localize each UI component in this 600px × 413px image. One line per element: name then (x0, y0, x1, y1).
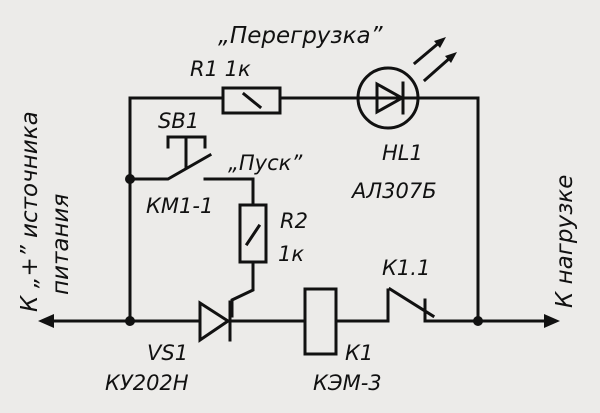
junction-left (125, 316, 135, 326)
gate-wire (230, 260, 255, 318)
hl1-label: HL1 (382, 141, 423, 165)
vs1-type: КУ202Н (105, 371, 189, 395)
r2-label: R2 (280, 209, 308, 233)
start-caption: „Пуск” (228, 151, 303, 175)
k1-1-label: К1.1 (382, 256, 430, 280)
km1-1-contact (203, 177, 255, 207)
led-hl1 (356, 37, 457, 130)
resistor-r1 (221, 86, 282, 115)
contact-k1-1 (387, 286, 436, 323)
thyristor-vs1 (198, 300, 232, 343)
left-terminal-line2: питания (48, 194, 74, 295)
overload-caption: „Перегрузка” (218, 23, 384, 49)
relay-coil-k1 (303, 287, 338, 356)
light-emission-arrows-icon (412, 37, 457, 83)
switch-sb1 (128, 135, 213, 181)
sb1-label: SB1 (158, 109, 199, 133)
k1-type: КЭМ-3 (313, 371, 382, 395)
vs1-label: VS1 (147, 341, 188, 365)
left-terminal-line1: К „+” источника (17, 111, 43, 312)
r1-label: R1 1к (190, 57, 251, 81)
resistor-r2 (238, 203, 268, 264)
r2-value: 1к (278, 242, 304, 266)
k1-label: К1 (345, 341, 373, 365)
hl1-type: АЛ307Б (350, 179, 437, 203)
left-arrow (38, 314, 54, 328)
right-arrow (544, 314, 560, 328)
km1-1-label: КМ1-1 (146, 194, 213, 218)
right-terminal-label: К нагрузке (552, 175, 578, 308)
junction-right (473, 316, 483, 326)
